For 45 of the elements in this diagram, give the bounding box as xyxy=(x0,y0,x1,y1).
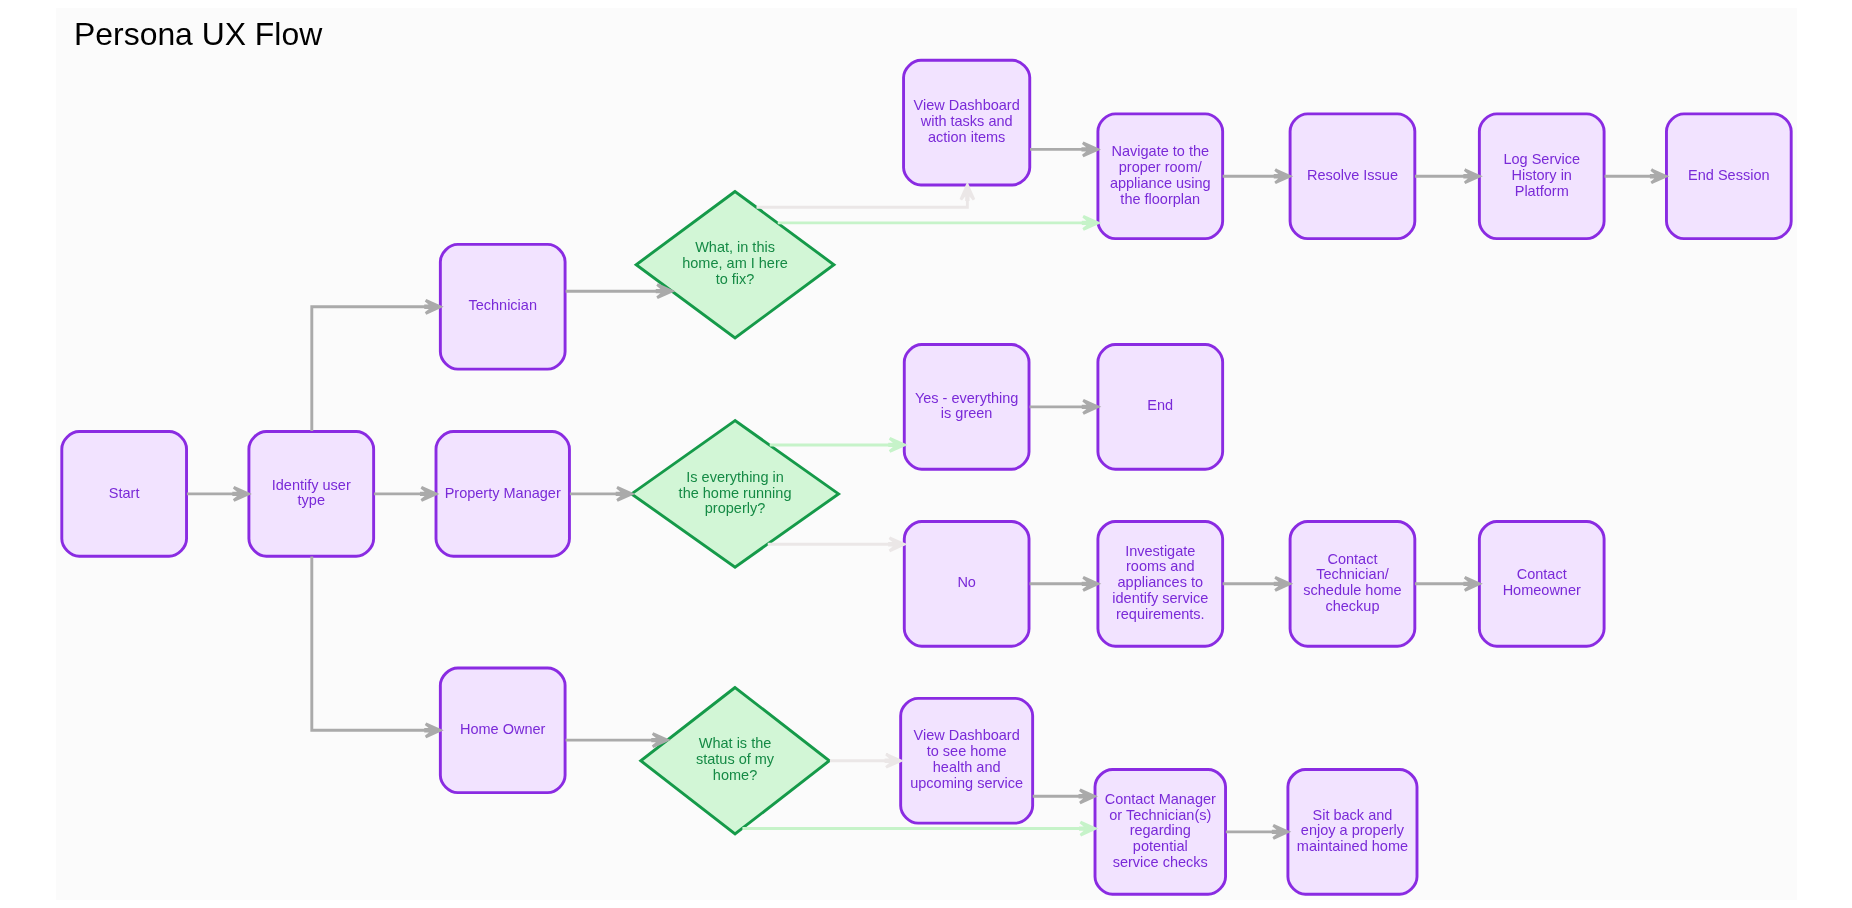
arrow xyxy=(1225,823,1289,840)
arrow xyxy=(1222,168,1291,185)
arrow xyxy=(1029,575,1099,592)
node-box: Yes - everything is green xyxy=(902,343,1030,471)
arrow xyxy=(1222,575,1291,592)
node-box: End xyxy=(1095,343,1224,471)
arrow xyxy=(309,556,442,739)
node-box: End Session xyxy=(1664,112,1793,241)
node-box: Start xyxy=(59,430,188,558)
node-box: Home Owner xyxy=(438,666,567,795)
arrow xyxy=(565,283,673,300)
arrow xyxy=(1032,788,1096,805)
node-box: Sit back and enjoy a properly maintained home xyxy=(1285,768,1418,896)
node-box: Log Service History in Platform xyxy=(1477,112,1606,241)
arrow xyxy=(1604,168,1667,185)
arrow xyxy=(565,732,669,749)
arrow xyxy=(569,485,633,502)
arrow xyxy=(777,214,1099,231)
node-box: Investigate rooms and appliances to identify service requirements. xyxy=(1095,520,1224,648)
arrow xyxy=(829,752,902,769)
node-box: View Dashboard to see home health and upcoming service xyxy=(898,696,1034,825)
arrow xyxy=(767,536,905,553)
arrow xyxy=(1029,141,1099,158)
arrow xyxy=(309,298,442,432)
node-diamond: What is the status of my home? xyxy=(637,685,832,836)
node-box: Resolve Issue xyxy=(1288,112,1416,241)
node-box: Navigate to the proper room/ appliance using the floorplan xyxy=(1095,112,1224,241)
node-box: No xyxy=(902,520,1030,648)
node-box: Contact Technician/ schedule home checkup xyxy=(1288,520,1416,648)
node-box: Contact Homeowner xyxy=(1477,520,1606,648)
arrow xyxy=(373,485,437,502)
arrow xyxy=(741,820,1096,837)
arrow xyxy=(1029,398,1099,415)
node-box: Property Manager xyxy=(434,430,571,558)
node-box: Technician xyxy=(438,242,567,371)
arrow xyxy=(1414,575,1481,592)
node-box: Identify user type xyxy=(246,430,375,558)
arrow xyxy=(769,436,906,453)
diagram-title: Persona UX Flow xyxy=(73,16,322,53)
arrow xyxy=(186,485,250,502)
arrow xyxy=(1414,168,1481,185)
node-diamond: What, in this home, am I here to fix? xyxy=(633,189,836,340)
arrow xyxy=(756,183,975,209)
node-box: Contact Manager or Technician(s) regarding potential service checks xyxy=(1093,768,1227,896)
node-box: View Dashboard with tasks and action items xyxy=(901,58,1031,187)
